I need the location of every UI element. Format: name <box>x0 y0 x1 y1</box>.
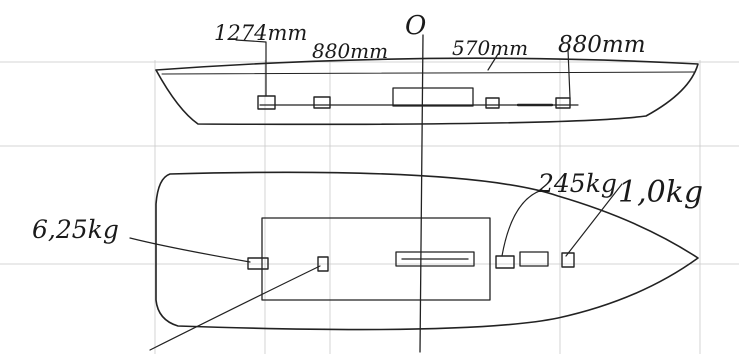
dim-label-570: 570mm <box>452 36 528 60</box>
top-component-2 <box>317 256 329 272</box>
leader-bottom-left <box>149 265 321 351</box>
leader-570 <box>487 53 499 71</box>
top-component-1 <box>247 257 269 270</box>
top-slot-outer <box>395 251 475 267</box>
dim-label-1274: 1274mm <box>214 21 307 45</box>
origin-label: O <box>405 11 426 41</box>
dim-label-880-right: 880mm <box>558 32 646 58</box>
top-component-3 <box>495 255 515 269</box>
leader-10 <box>565 183 623 257</box>
center-axis <box>419 34 424 353</box>
top-component-5 <box>561 252 575 268</box>
mass-label-10: 1,0kg <box>618 175 703 210</box>
side-cabin-box <box>392 87 474 107</box>
top-hull-outline <box>155 171 699 331</box>
leader-1274 <box>235 39 267 97</box>
leader-245 <box>501 189 543 257</box>
side-component-1 <box>257 95 276 110</box>
top-component-4 <box>519 251 549 267</box>
side-view: 1274mm 880mm 570mm 880mm <box>155 21 699 126</box>
top-cabin-box <box>261 217 491 301</box>
grid-lines <box>0 60 739 354</box>
mass-label-625: 6,25kg <box>32 215 119 244</box>
side-component-2 <box>313 96 331 109</box>
dim-label-880-left: 880mm <box>312 39 388 63</box>
mass-label-245: 245kg <box>537 169 617 198</box>
side-deck-line <box>161 71 695 75</box>
side-component-4 <box>555 97 571 109</box>
side-component-3 <box>485 97 500 109</box>
top-view: 6,25kg 245kg 1,0kg <box>32 169 703 351</box>
leader-880-right <box>567 49 571 99</box>
leader-625 <box>129 237 251 263</box>
side-hull-outline <box>155 57 699 126</box>
